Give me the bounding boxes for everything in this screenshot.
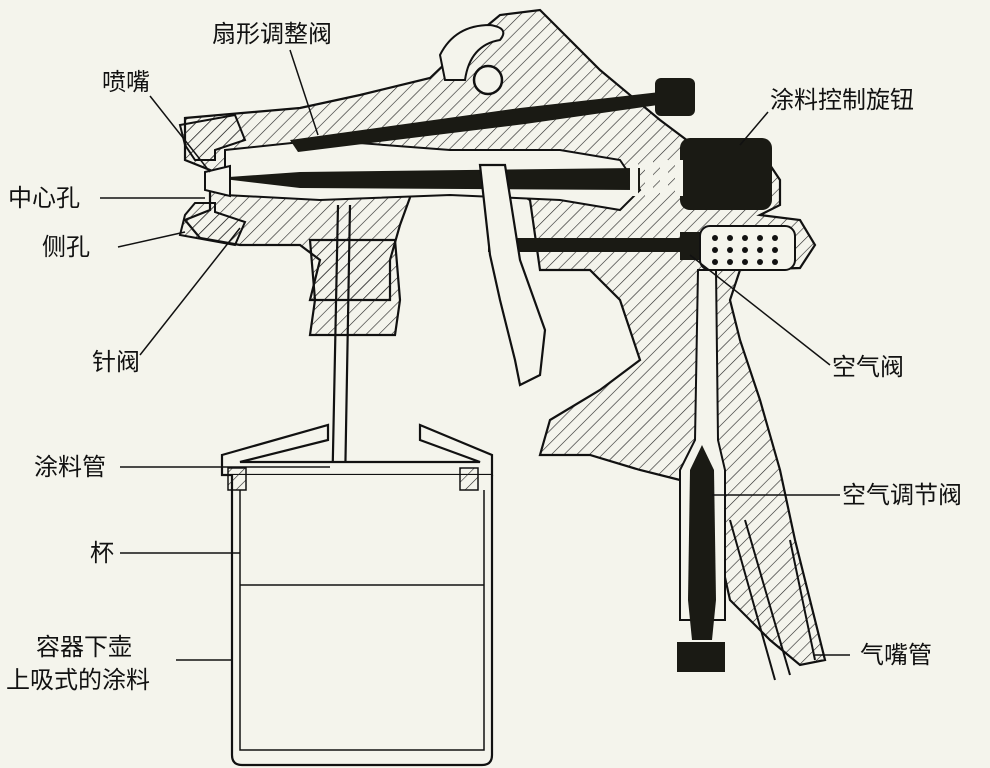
air-hose	[729, 519, 816, 681]
hook-opening	[438, 23, 505, 81]
cup-clip-right	[459, 467, 479, 491]
cup-clip-left	[227, 467, 247, 491]
fan-adjust-rod	[290, 92, 665, 152]
label-center-hole: 中心孔	[8, 184, 80, 212]
cup-inner-wall	[239, 490, 485, 751]
label-needle-valve: 针阀	[92, 348, 140, 376]
air-valve-spring-dots	[712, 235, 778, 265]
label-air-hose: 气嘴管	[860, 641, 932, 669]
label-fan-adjust-valve: 扇形调整阀	[212, 20, 332, 48]
leader-lines	[100, 49, 850, 661]
cup-connector	[308, 238, 402, 337]
label-container-line2: 上吸式的涂料	[6, 666, 150, 694]
cup-body	[230, 475, 494, 767]
label-air-valve: 空气阀	[832, 353, 904, 381]
air-valve-head	[680, 232, 702, 260]
label-cup: 杯	[90, 539, 114, 567]
air-valve-rod	[488, 238, 688, 252]
label-air-adjust-valve: 空气调节阀	[842, 481, 962, 509]
label-side-hole: 侧孔	[42, 233, 90, 261]
air-adjust-valve-rod	[688, 445, 716, 640]
label-container-line1: 容器下壶	[36, 633, 132, 661]
needle-spring	[630, 160, 683, 196]
pivot-ring	[472, 64, 504, 96]
trigger	[478, 163, 547, 387]
label-paint-tube: 涂料管	[34, 453, 106, 481]
nozzle-cap	[178, 113, 247, 161]
nozzle-cap-lower	[178, 202, 247, 247]
needle-rod	[215, 168, 640, 190]
nozzle-tip	[204, 164, 231, 198]
air-adjust-valve-knob	[677, 642, 725, 672]
fan-adjust-knob	[655, 78, 695, 116]
label-nozzle: 喷嘴	[102, 68, 150, 96]
paint-knob-body	[680, 138, 772, 210]
label-paint-control-knob: 涂料控制旋钮	[770, 86, 914, 114]
air-valve-spring-box	[699, 225, 796, 271]
